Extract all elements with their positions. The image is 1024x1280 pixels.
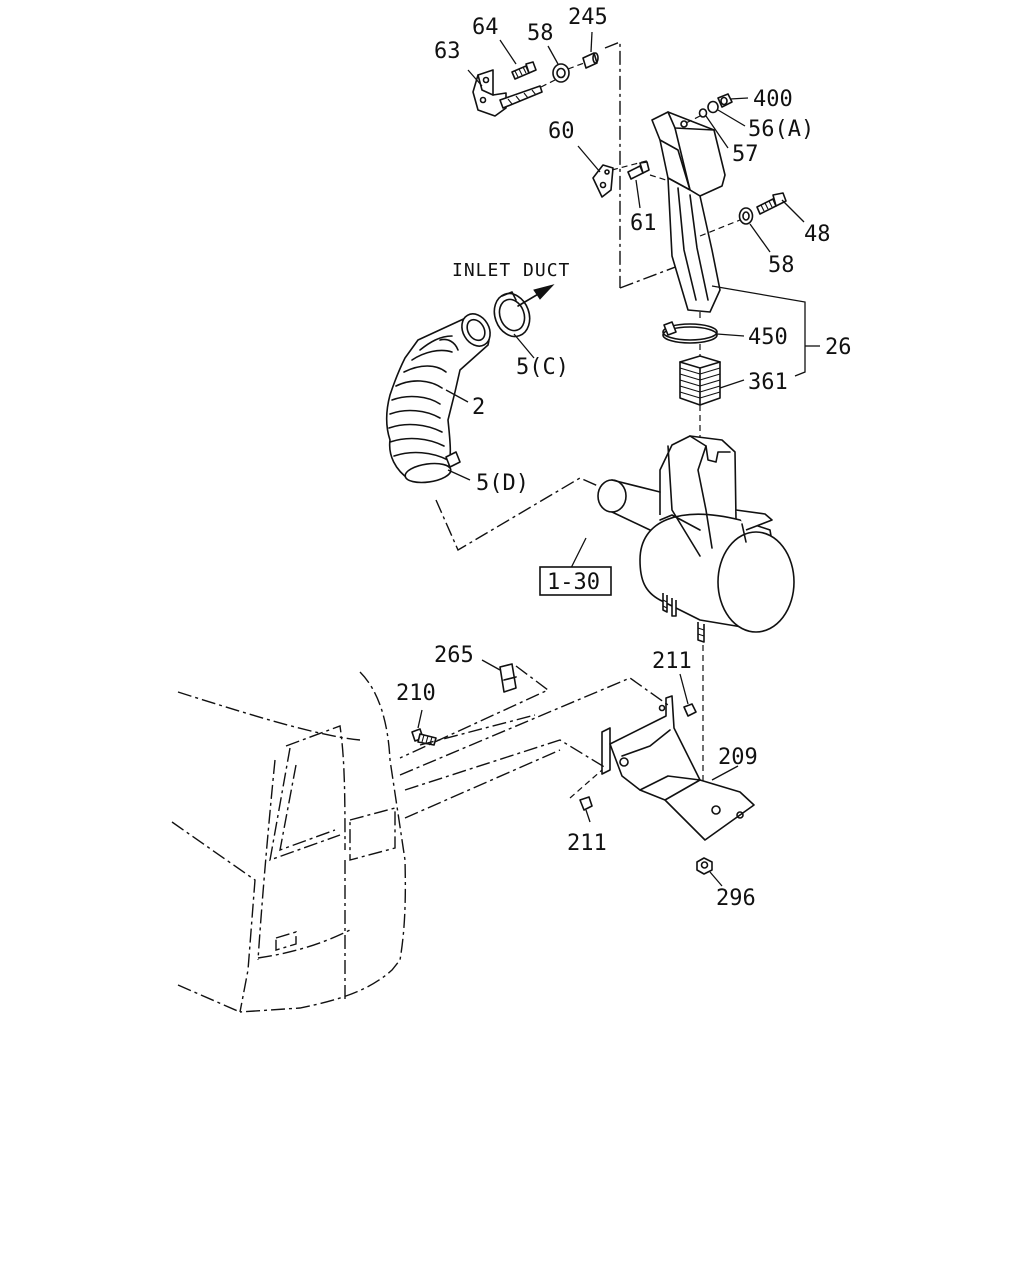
grommet-58-right [738, 207, 754, 225]
callout-5d: 5(D) [476, 471, 529, 496]
callout-58-right: 58 [768, 253, 795, 278]
nut-296 [696, 857, 713, 875]
callout-210: 210 [396, 681, 436, 706]
bracket-60 [592, 164, 614, 198]
clip-265 [499, 663, 517, 693]
bolt-64 [511, 61, 537, 80]
callout-245: 245 [568, 5, 608, 30]
bolt-48 [756, 192, 787, 215]
callout-361: 361 [748, 370, 788, 395]
washer-57 [698, 108, 708, 118]
bracket-209 [601, 695, 755, 841]
callout-56a: 56(A) [748, 117, 814, 142]
callout-63: 63 [434, 39, 461, 64]
reference-box-label: 1-30 [547, 570, 600, 595]
callout-296: 296 [716, 886, 756, 911]
bolt-61 [627, 161, 650, 180]
callout-209: 209 [718, 745, 758, 770]
reference-box [539, 566, 612, 596]
bracket-63 [472, 69, 543, 117]
callout-60: 60 [548, 119, 575, 144]
grommet-58-top [552, 63, 570, 83]
callout-400: 400 [753, 87, 793, 112]
nut-211-bottom [579, 796, 593, 811]
clamp-450 [662, 321, 718, 344]
air-cleaner [597, 435, 795, 643]
callout-2: 2 [472, 395, 485, 420]
washer-56a [707, 100, 719, 114]
callout-48: 48 [804, 222, 831, 247]
inlet-duct-arrow [517, 284, 555, 307]
rain-cap-361 [679, 355, 721, 406]
callout-211-bottom: 211 [567, 831, 607, 856]
clamp-5c [493, 291, 531, 338]
nut-400 [717, 93, 733, 108]
callout-450: 450 [748, 325, 788, 350]
intake-stack [651, 111, 726, 313]
callout-58-top: 58 [527, 21, 554, 46]
nut-211-top [683, 703, 697, 717]
callout-61: 61 [630, 211, 657, 236]
callout-265: 265 [434, 643, 474, 668]
callout-5c: 5(C) [516, 355, 569, 380]
truck-cab [171, 671, 407, 1013]
callout-57: 57 [732, 142, 759, 167]
hose-2 [385, 313, 491, 481]
callout-26: 26 [825, 335, 852, 360]
callout-64: 64 [472, 15, 499, 40]
inlet-duct-label: INLET DUCT [452, 260, 570, 281]
clamp-5d [404, 451, 461, 484]
spacer-245 [582, 52, 599, 69]
callout-211-top: 211 [652, 649, 692, 674]
bolt-210 [411, 728, 437, 746]
